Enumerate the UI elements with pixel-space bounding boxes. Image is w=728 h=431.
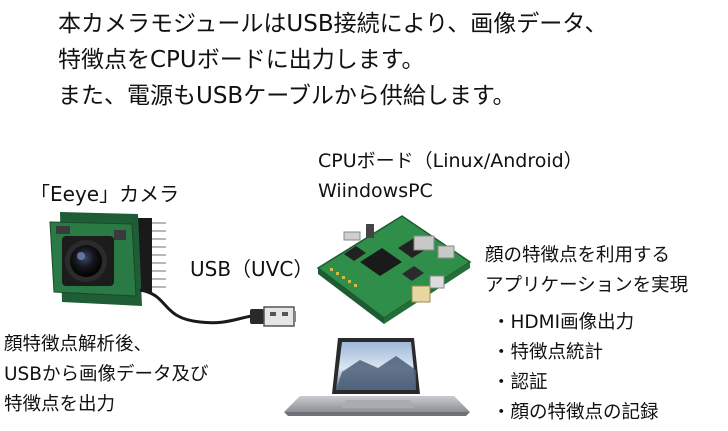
camera-description-line-3: 特徴点を出力 <box>4 394 116 415</box>
intro-line-2: 特徴点をCPUボードに出力します。 <box>58 47 425 73</box>
application-feature-list: HDMI画像出力 特徴点統計 認証 顔の特徴点の記録 <box>492 308 659 428</box>
feature-item-authentication: 認証 <box>492 368 659 398</box>
usb-label: USB（UVC） <box>190 257 314 281</box>
intro-line-3: また、電源もUSBケーブルから供給します。 <box>58 83 516 109</box>
camera-description-line-1: 顔特徴点解析後、 <box>4 334 153 355</box>
application-title-line-1: 顔の特徴点を利用する <box>485 245 671 266</box>
intro-text: 本カメラモジュールはUSB接続により、画像データ、 特徴点をCPUボードに出力し… <box>58 6 608 114</box>
camera-description-line-2: USBから画像データ及び <box>4 364 209 385</box>
feature-item-hdmi: HDMI画像出力 <box>492 308 659 338</box>
laptop-image <box>284 338 470 416</box>
application-title: 顔の特徴点を利用する アプリケーションを実現 <box>485 241 688 301</box>
camera-lens-icon <box>70 245 102 277</box>
cpu-board-image <box>316 215 472 324</box>
windows-pc-label: WiindowsPC <box>318 180 433 202</box>
application-title-line-2: アプリケーションを実現 <box>485 275 689 296</box>
cpu-board-label: CPUボード（Linux/Android） <box>318 150 583 172</box>
feature-item-recording: 顔の特徴点の記録 <box>492 398 659 428</box>
camera-label: 「Eeye」カメラ <box>30 182 180 206</box>
camera-pin-header <box>138 218 166 292</box>
usb-cable-image <box>139 288 296 327</box>
feature-item-statistics: 特徴点統計 <box>492 338 659 368</box>
camera-description: 顔特徴点解析後、 USBから画像データ及び 特徴点を出力 <box>4 330 208 420</box>
camera-module-image <box>49 212 166 306</box>
intro-line-1: 本カメラモジュールはUSB接続により、画像データ、 <box>58 11 608 37</box>
